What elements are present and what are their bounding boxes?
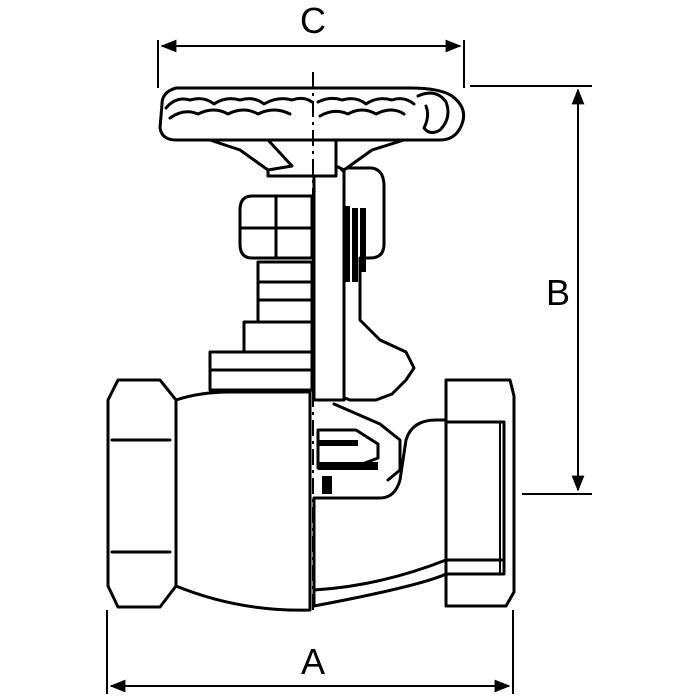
right-port <box>444 420 506 576</box>
dimension-b-label: B <box>546 272 570 313</box>
left-hex-end <box>106 378 178 609</box>
handwheel <box>158 86 466 178</box>
dimension-a-label: A <box>301 641 325 682</box>
dimension-c-label: C <box>300 0 326 41</box>
valve-body <box>106 378 516 612</box>
valve-bonnet <box>208 194 314 392</box>
dimension-b: B <box>470 85 592 495</box>
handwheel-rim <box>158 86 466 142</box>
body-outline <box>174 390 312 612</box>
dimension-a: A <box>106 610 514 694</box>
dimension-c: C <box>157 0 465 88</box>
